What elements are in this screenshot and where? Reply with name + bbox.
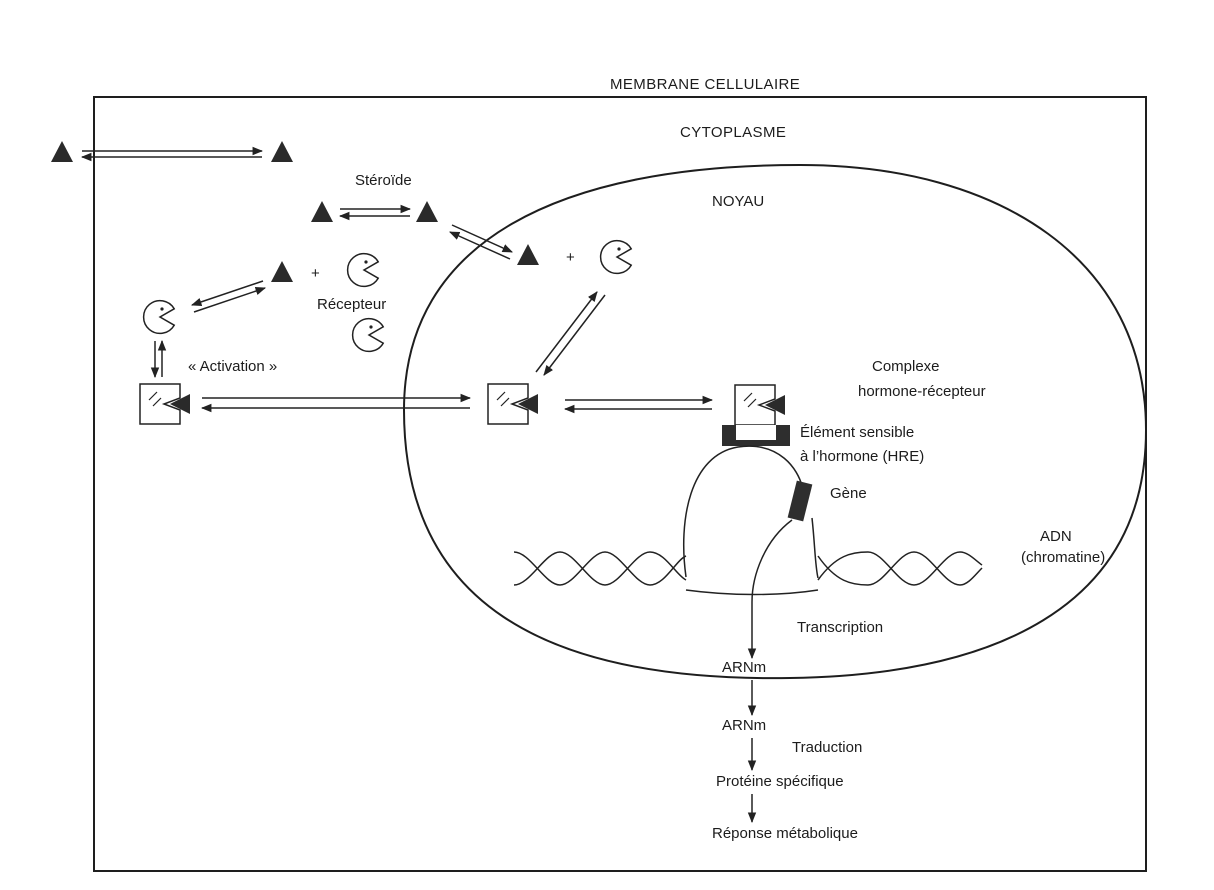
gene-segment	[788, 481, 813, 522]
arrow-steroid-out-of-nucleus	[450, 232, 510, 259]
cytoplasm-label: CYTOPLASME	[680, 124, 786, 141]
membrane-label: MEMBRANE CELLULAIRE	[610, 76, 800, 93]
mrna-cytoplasm-label: ARNm	[722, 717, 766, 734]
arrow-nuclear-association-up	[536, 292, 597, 372]
receptor-free-2	[353, 319, 384, 352]
complex-label-line1: Complexe	[872, 358, 940, 375]
plus-sign-cytoplasm: +	[311, 265, 320, 282]
steroid-triangle-nucleus	[517, 244, 539, 265]
complex-dna-bound	[735, 385, 785, 425]
dna-loop-right	[812, 518, 818, 578]
gene-label: Gène	[830, 485, 867, 502]
steroid-label: Stéroïde	[355, 172, 412, 189]
steroid-triangle-receptor	[271, 261, 293, 282]
transcription-label: Transcription	[797, 619, 883, 636]
activation-label: « Activation »	[188, 358, 277, 375]
arrow-nuclear-association-down	[544, 295, 605, 375]
mrna-nuclear-label: ARNm	[722, 659, 766, 676]
dna-label-line2: (chromatine)	[1021, 549, 1105, 566]
receptor-label: Récepteur	[317, 296, 386, 313]
complex-cytoplasm	[140, 384, 190, 424]
dna-strand-2	[514, 552, 686, 585]
dna-loop-left	[684, 446, 802, 577]
complex-nucleus	[488, 384, 538, 424]
receptor-free-1	[348, 254, 379, 287]
translation-label: Traduction	[792, 739, 862, 756]
bound-receptor-cytoplasm	[144, 301, 175, 334]
plus-sign-nucleus: +	[566, 249, 575, 266]
receptor-nucleus	[601, 241, 632, 274]
hre-label-line2: à l’hormone (HRE)	[800, 448, 924, 465]
dna-strand-1	[514, 552, 686, 585]
nucleus-label: NOYAU	[712, 193, 764, 210]
cell-membrane	[94, 97, 1146, 871]
hre-label-line1: Élément sensible	[800, 424, 914, 441]
steroid-triangle-cyto-2	[416, 201, 438, 222]
response-label: Réponse métabolique	[712, 825, 858, 842]
arrow-transcription	[752, 520, 792, 658]
dna-label-line1: ADN	[1040, 528, 1072, 545]
complex-label-line2: hormone-récepteur	[858, 383, 986, 400]
steroid-triangle-outside	[51, 141, 73, 162]
protein-label: Protéine spécifique	[716, 773, 844, 790]
steroid-triangle-cyto-1	[311, 201, 333, 222]
steroid-triangle-membrane	[271, 141, 293, 162]
